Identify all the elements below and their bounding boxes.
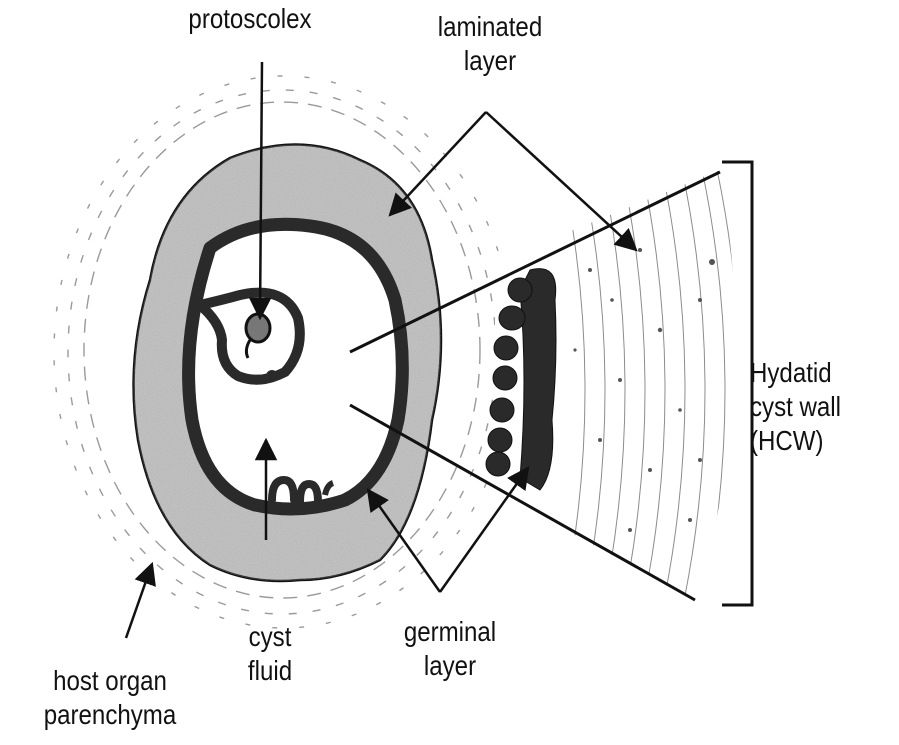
protoscolex-icon <box>246 314 270 342</box>
laminated-layer-label: laminated layer <box>395 10 584 78</box>
hydatid-cyst-wall-label: Hydatid cyst wall (HCW) <box>750 356 879 458</box>
protoscolex-label: protoscolex <box>138 2 362 36</box>
germinal-layer <box>189 224 403 509</box>
host-organ-parenchyma-label: host organ parenchyma <box>24 664 196 732</box>
cyst-fluid-label: cyst fluid <box>218 620 321 688</box>
germinal-layer-label: germinal layer <box>364 615 536 683</box>
